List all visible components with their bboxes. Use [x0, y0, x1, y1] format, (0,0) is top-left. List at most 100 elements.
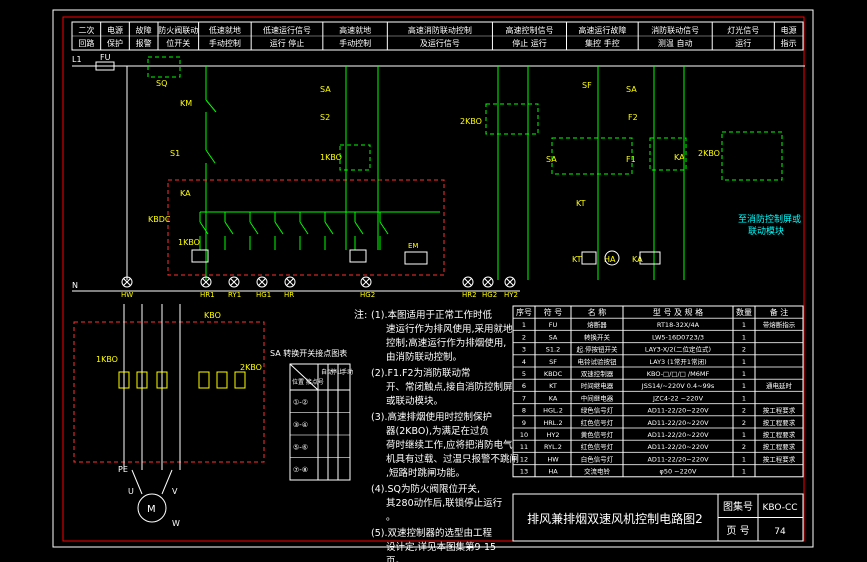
note-item: (2).F1.F2为消防联动常开、常闭触点,接自消防控制屏或联动模块。 — [371, 367, 513, 407]
sa-table-head: 位置 接点号 — [292, 378, 324, 386]
bom-cell: 10 — [520, 431, 528, 439]
bom-cell: 红色信号灯 — [581, 442, 614, 451]
note-text: (2).F1.F2为消防联动常开、常闭触点,接自消防控制屏或联动模块。 — [371, 367, 513, 407]
kbdc-box — [167, 179, 445, 276]
bom-cell: LW5-16D0723/3 — [652, 333, 704, 341]
header-cell-line2: 手动控制 — [209, 38, 241, 48]
sa-table-row: ⑦-⑧ — [293, 466, 308, 474]
bom-cell: 交流电铃 — [584, 467, 611, 476]
label-w: W — [172, 519, 180, 528]
label-sq: SQ — [156, 79, 167, 88]
bom-header-cell: 型 号 及 规 格 — [653, 307, 703, 317]
label-fu: FU — [100, 53, 111, 62]
bom-cell: HRL.2 — [543, 419, 562, 427]
bom-cell: 6 — [522, 382, 526, 390]
bom-cell: KT — [549, 382, 557, 390]
lamp-icon — [228, 276, 240, 288]
header-cell-line2: 手动控制 — [339, 38, 371, 48]
header-cell-line2: 位开关 — [166, 38, 190, 48]
header-cell-line2: 保护 — [107, 38, 123, 48]
bom-cell: 2 — [742, 407, 746, 415]
label-f2: F2 — [628, 113, 638, 122]
bom-cell: SF — [549, 358, 557, 366]
lamp-label: HR — [284, 291, 294, 299]
lamp-label: HG2 — [482, 291, 497, 299]
label-kt-2: KT — [572, 255, 582, 264]
atlas-label: 图集号 — [723, 500, 753, 513]
bom-cell: 绿色信号灯 — [581, 406, 614, 415]
bom-cell: KBO-□/□/□ /M6MF — [647, 370, 710, 378]
sq-box — [147, 56, 181, 78]
lamp-label: HY2 — [504, 291, 518, 299]
label-2kbo-a: 2KBO — [460, 117, 482, 126]
bom-cell: 1 — [742, 382, 746, 390]
note-item: (4).SQ为防火阀限位开关,其280动作后,联锁停止运行。 — [371, 483, 503, 523]
bom-cell: HGL.2 — [543, 407, 563, 415]
bom-cell: 1 — [742, 394, 746, 402]
motor-circuit-box — [73, 321, 265, 463]
bom-cell: 1 — [742, 358, 746, 366]
lamp-label: HR2 — [462, 291, 477, 299]
note-item: (3).高速排烟使用时控制保护器(2KBO),为满足在过负荷时继续工作,应将把消… — [371, 411, 519, 479]
label-km: KM — [180, 99, 192, 108]
header-cell-line1: 高速消防联动控制 — [408, 25, 472, 35]
bom-cell: JSS14/~220V 0.4~99s — [641, 382, 715, 390]
bom-cell: 1 — [742, 370, 746, 378]
label-sa-2: SA — [626, 85, 637, 94]
label-u: U — [128, 487, 134, 496]
bom-cell: LAY3-X/2(二位定位式) — [645, 345, 711, 354]
label-f1: F1 — [626, 155, 636, 164]
bom-cell: AD11-22/20~220V — [647, 407, 709, 415]
linkage-line-2: 联动模块 — [748, 225, 784, 237]
bom-cell: 白色信号灯 — [581, 454, 614, 463]
bom-cell: 双速控制器 — [581, 369, 614, 378]
bom-cell: KBDC — [544, 370, 563, 378]
label-ha: HA — [604, 255, 616, 264]
bom-cell: 2 — [522, 333, 526, 341]
bom-header-cell: 备 注 — [770, 307, 789, 317]
header-cell-line2: 及运行信号 — [420, 38, 460, 48]
lamp-icon — [482, 276, 494, 288]
label-2kbo-m: 2KBO — [240, 363, 262, 372]
label-l1: L1 — [72, 55, 82, 64]
label-1kbo-m: 1KBO — [96, 355, 118, 364]
note-text: (3).高速排烟使用时控制保护器(2KBO),为满足在过负荷时继续工作,应将把消… — [371, 411, 519, 479]
lamp-icon — [504, 276, 516, 288]
bom-cell: 13 — [520, 468, 528, 476]
bom-cell: 黄色信号灯 — [581, 430, 614, 439]
bom-cell: 4 — [522, 358, 526, 366]
bom-cell: 11 — [520, 443, 528, 451]
sa-table-row: ①-② — [293, 399, 308, 407]
header-cell-line2: 运行 — [735, 38, 751, 48]
lamp-label: HW — [121, 291, 133, 299]
lamp-icon — [121, 276, 133, 288]
notes-section: 注:(1).本图适用于正常工作时低速运行作为排风使用,采用就地控制;高速运行作为… — [354, 308, 519, 562]
bom-header-cell: 数量 — [736, 307, 752, 317]
label-2kbo-b: 2KBO — [698, 149, 720, 158]
header-cell-line1: 灯光信号 — [727, 25, 759, 35]
bom-cell: AD11-22/20~220V — [647, 431, 709, 439]
header-cell-line1: 高速控制信号 — [505, 25, 553, 35]
label-ka-3: KA — [674, 153, 685, 162]
motor-m: M — [147, 504, 156, 515]
sa-table-col: 停止 — [331, 368, 343, 376]
label-ka-2: KA — [632, 255, 643, 264]
bom-cell: 3 — [522, 346, 526, 354]
bom-cell: 时间继电器 — [581, 381, 614, 390]
bom-cell: HY2 — [547, 431, 560, 439]
lamp-label: HG1 — [256, 291, 271, 299]
